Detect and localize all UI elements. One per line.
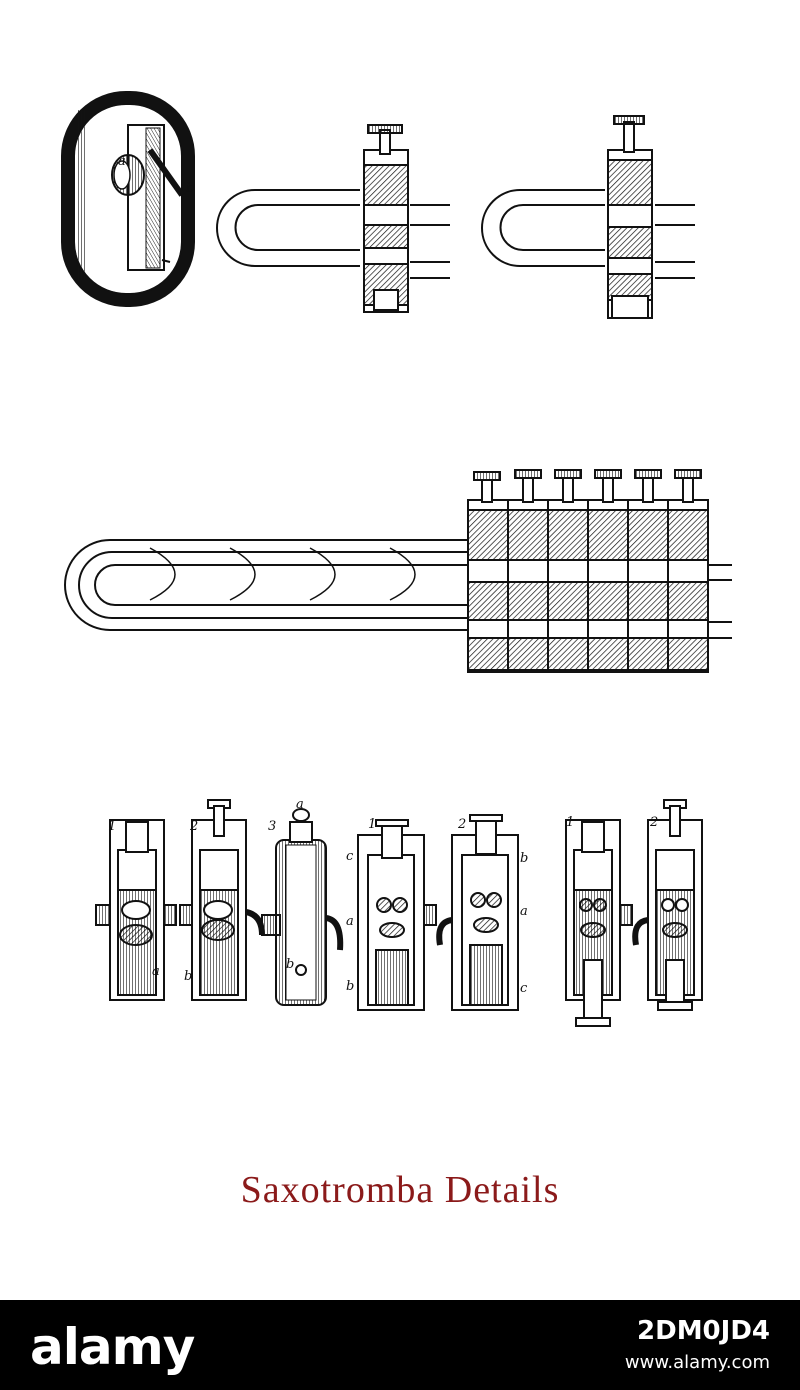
piston-detail-6 <box>565 819 633 1027</box>
piston-7-number: 2 <box>649 815 658 830</box>
piston-3-label-a: a <box>296 797 304 812</box>
piston-1-number: 1 <box>108 819 116 834</box>
six-piston-assembly <box>64 469 732 673</box>
figure-caption: Saxotromba Details <box>240 1169 560 1211</box>
piston-4-label-b: b <box>346 979 354 994</box>
piston-4-label-a: a <box>346 914 354 929</box>
label-b-loop: b <box>186 181 194 196</box>
engraving-page: a b <box>61 91 732 1211</box>
piston-5-label-c: c <box>520 981 528 996</box>
image-id: 2DM0JD4 <box>637 1316 770 1346</box>
piston-6-number: 1 <box>566 815 574 830</box>
piston-4-label-c: c <box>346 849 354 864</box>
piston-4-number: 1 <box>368 817 376 832</box>
piston-detail-1 <box>95 819 177 1001</box>
piston-detail-7 <box>632 799 703 1011</box>
piston-2-label-b: b <box>184 969 192 984</box>
piston-1-label-a: a <box>152 964 160 979</box>
piston-2-number: 2 <box>189 819 198 834</box>
piston-3-number: 3 <box>268 819 276 834</box>
piston-detail-2 <box>179 799 265 1001</box>
piston-5-label-b: b <box>520 851 528 866</box>
u-tube-valve-2 <box>481 115 695 319</box>
piston-detail-5 <box>436 814 519 1011</box>
piston-5-label-a: a <box>520 904 528 919</box>
oval-tube-loop <box>61 91 195 307</box>
alamy-logo: alamy <box>30 1318 195 1376</box>
piston-5-number: 2 <box>457 817 466 832</box>
u-tube-valve-1 <box>216 124 450 313</box>
watermark-footer: alamy 2DM0JD4 www.alamy.com <box>0 1300 800 1390</box>
piston-detail-4 <box>357 819 437 1011</box>
piston-detail-3-exterior <box>261 808 344 1006</box>
piston-3-label-b: b <box>286 957 294 972</box>
label-a-loop: a <box>118 154 126 169</box>
site-url: www.alamy.com <box>624 1352 770 1373</box>
engraving-illustration: a b <box>61 91 732 1027</box>
